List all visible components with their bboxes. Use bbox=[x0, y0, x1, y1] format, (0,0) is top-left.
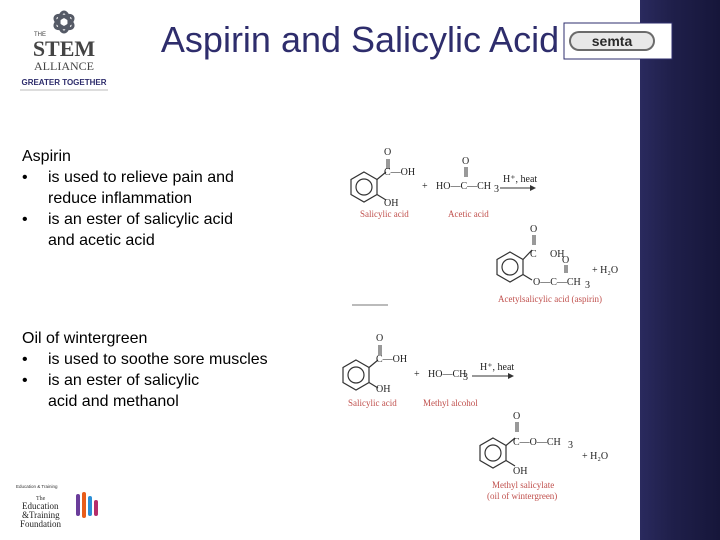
bullet-dot: • bbox=[22, 351, 28, 368]
r2-prod-ester-sub: 3 bbox=[568, 440, 573, 451]
r1-prod-o1: O bbox=[530, 224, 537, 235]
etf-logo-line1: Education bbox=[22, 501, 59, 511]
stem-logo-alliance: ALLIANCE bbox=[34, 59, 94, 73]
r1-prod-ester-sub: 3 bbox=[585, 280, 590, 291]
list-item: • is used to soothe sore muscles bbox=[22, 351, 268, 368]
r1-carbonyl-o: O bbox=[384, 147, 391, 158]
etf-logo-top: Education & Training bbox=[16, 484, 58, 489]
r2-caption-methyl: Methyl alcohol bbox=[423, 398, 478, 408]
r1-acetic-sub: 3 bbox=[494, 184, 499, 195]
bullet-dot: • bbox=[22, 372, 28, 389]
r1-prod-c: C bbox=[530, 249, 537, 260]
reference-footnote bbox=[352, 304, 388, 306]
r2-conditions: H⁺, heat bbox=[480, 362, 514, 373]
benzene-ring-icon bbox=[350, 171, 387, 203]
stem-logo-tagline: GREATER TOGETHER bbox=[21, 78, 106, 87]
r1-caption-acetic: Acetic acid bbox=[448, 209, 489, 219]
bullet-dot: • bbox=[22, 169, 28, 186]
r1-cooh: C—OH bbox=[384, 167, 415, 178]
semta-logo-text: semta bbox=[592, 33, 633, 49]
etf-logo-line3: Foundation bbox=[20, 519, 62, 529]
r1-prod-o2: O bbox=[562, 255, 569, 266]
r1-water: + H₂O bbox=[592, 265, 618, 276]
r1-prod-oh: OH bbox=[550, 249, 564, 260]
r2-water: + H₂O bbox=[582, 451, 608, 462]
stem-logo-the: THE bbox=[34, 32, 46, 38]
r1-plus: + bbox=[422, 181, 428, 192]
sidebar-band bbox=[640, 0, 720, 540]
r2-oh: OH bbox=[376, 384, 390, 395]
aspirin-reaction-diagram: O C—OH OH + O HO—C—CH 3 H⁺, heat Salicyl… bbox=[350, 147, 618, 304]
r1-acetic-o: O bbox=[462, 156, 469, 167]
r2-carbonyl-o: O bbox=[376, 333, 383, 344]
r2-cooh: C—OH bbox=[376, 354, 407, 365]
r2-caption-salicylic: Salicylic acid bbox=[348, 398, 397, 408]
stem-alliance-logo: THE STEM ALLIANCE GREATER TOGETHER bbox=[20, 10, 108, 91]
r2-methanol-sub: 3 bbox=[463, 372, 468, 383]
r1-conditions: H⁺, heat bbox=[503, 174, 537, 185]
r1-caption-product: Acetylsalicylic acid (aspirin) bbox=[498, 294, 602, 304]
r2-prod-oh: OH bbox=[513, 466, 527, 477]
wintergreen-heading: Oil of wintergreen bbox=[22, 330, 148, 347]
etf-logo-the: The bbox=[36, 496, 46, 502]
etf-logo: Education & Training The Education &Trai… bbox=[16, 484, 98, 529]
benzene-ring-icon bbox=[479, 437, 516, 469]
r1-caption-salicylic: Salicylic acid bbox=[360, 209, 409, 219]
people-figures-icon bbox=[76, 492, 98, 518]
page-title: Aspirin and Salicylic Acid bbox=[160, 19, 560, 60]
r2-caption-product1: Methyl salicylate bbox=[492, 480, 554, 490]
benzene-ring-icon bbox=[496, 249, 533, 283]
r2-caption-product2: (oil of wintergreen) bbox=[487, 491, 557, 501]
bullet-dot: • bbox=[22, 211, 28, 228]
benzene-ring-icon bbox=[342, 359, 379, 391]
etf-logo-line2: &Training bbox=[22, 510, 60, 520]
r1-acetic: HO—C—CH bbox=[436, 181, 491, 192]
aspirin-heading: Aspirin bbox=[22, 148, 71, 165]
r2-methanol: HO—CH bbox=[428, 369, 466, 380]
wintergreen-reaction-diagram: O C—OH OH + HO—CH 3 H⁺, heat Salicylic a… bbox=[342, 333, 608, 501]
semta-logo: semta bbox=[563, 22, 673, 60]
r1-prod-ester: O—C—CH bbox=[533, 277, 581, 288]
wintergreen-section: Oil of wintergreen • is used to soothe s… bbox=[22, 328, 268, 412]
r2-plus: + bbox=[414, 369, 420, 380]
r2-prod-o: O bbox=[513, 411, 520, 422]
r2-prod-ester: C—O—CH bbox=[513, 437, 561, 448]
r1-oh: OH bbox=[384, 198, 398, 209]
stem-knot-icon bbox=[53, 10, 75, 34]
stem-logo-name: STEM bbox=[33, 36, 96, 61]
